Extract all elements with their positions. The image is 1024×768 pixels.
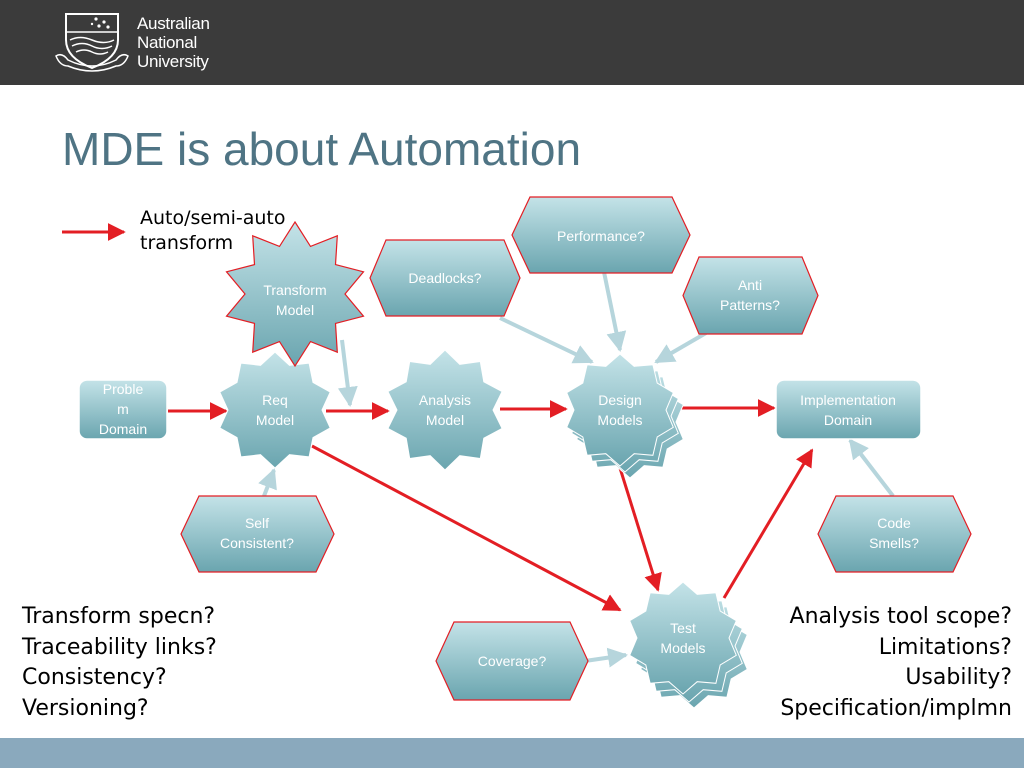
design-models-line-1: Design [598, 392, 642, 408]
legend-text: Auto/semi-auto transform [140, 206, 286, 256]
deadlocks-label: Deadlocks? [408, 270, 481, 286]
test-models-line-1: Test [670, 620, 696, 636]
arrow-anti-patterns-to-design [654, 331, 708, 364]
university-line-1: Australian [137, 14, 210, 33]
mde-diagram: Proble m Domain Implementation Domain Re… [62, 196, 972, 709]
anti-patterns-line-1: Anti [738, 277, 762, 293]
right-note-1: Analysis tool scope? [789, 604, 1012, 629]
node-test-models: Test Models [629, 581, 748, 709]
slide-title: MDE is about Automation [62, 123, 582, 175]
code-smells-line-1: Code [877, 515, 911, 531]
university-line-3: University [137, 52, 209, 71]
arrow-coverage-to-test [584, 647, 628, 668]
problem-domain-line-1: Proble [103, 381, 144, 397]
arrow-design-to-test [618, 467, 662, 592]
arrow-self-consistent-to-req [258, 468, 277, 497]
coverage-label: Coverage? [478, 653, 547, 669]
legend-line-2: transform [140, 232, 234, 254]
right-note-4: Specification/implmn [780, 695, 1012, 721]
arrow-deadlocks-to-design [499, 316, 594, 364]
analysis-model-line-1: Analysis [419, 392, 471, 408]
node-implementation-domain: Implementation Domain [775, 379, 922, 440]
auto-arrows [168, 399, 814, 612]
transform-model-line-2: Model [276, 302, 314, 318]
manual-arrows [258, 271, 895, 668]
code-smells-line-2: Smells? [869, 535, 919, 551]
arrow-transform-to-flow [337, 339, 358, 407]
implementation-domain-line-2: Domain [824, 412, 872, 428]
node-code-smells: Code Smells? [817, 495, 972, 573]
transform-model-line-1: Transform [263, 282, 326, 298]
node-req-model: Req Model [219, 351, 331, 469]
university-line-2: National [137, 33, 197, 52]
right-note-2: Limitations? [878, 634, 1012, 660]
design-models-line-2: Models [597, 412, 642, 428]
test-models-line-2: Models [660, 640, 705, 656]
node-problem-domain: Proble m Domain [78, 379, 168, 440]
arrow-test-to-impl [722, 448, 814, 599]
req-model-line-2: Model [256, 412, 294, 428]
analysis-model-line-2: Model [426, 412, 464, 428]
node-deadlocks: Deadlocks? [369, 239, 521, 317]
anu-crest-icon [55, 13, 129, 72]
left-note-1: Transform specn? [22, 604, 216, 629]
left-note-2: Traceability links? [22, 634, 217, 660]
node-anti-patterns: Anti Patterns? [682, 256, 819, 335]
left-note-4: Versioning? [22, 695, 149, 721]
performance-label: Performance? [557, 228, 645, 244]
header-bar: Australian National University [0, 0, 1024, 85]
implementation-domain-line-1: Implementation [800, 392, 896, 408]
right-note-3: Usability? [905, 665, 1012, 690]
node-analysis-model: Analysis Model [387, 349, 503, 471]
req-model-line-1: Req [262, 392, 288, 408]
arrow-req-to-test [311, 444, 622, 612]
left-notes: Transform specn? Traceability links? Con… [22, 602, 217, 724]
self-consistent-line-1: Self [245, 515, 269, 531]
node-performance: Performance? [511, 196, 691, 274]
legend-line-1: Auto/semi-auto [140, 207, 286, 229]
university-name: Australian National University [137, 14, 210, 71]
self-consistent-line-2: Consistent? [220, 535, 294, 551]
problem-domain-line-2: m [117, 401, 129, 417]
node-self-consistent: Self Consistent? [180, 495, 335, 573]
arrow-performance-to-design [602, 271, 627, 352]
anti-patterns-line-2: Patterns? [720, 297, 780, 313]
footer-bar [0, 738, 1024, 768]
right-notes: Analysis tool scope? Limitations? Usabil… [780, 602, 1012, 724]
problem-domain-line-3: Domain [99, 421, 147, 437]
node-design-models: Design Models [566, 353, 684, 479]
node-coverage: Coverage? [435, 621, 589, 701]
arrow-code-smells-to-impl [848, 438, 895, 498]
left-note-3: Consistency? [22, 665, 167, 690]
node-transform-model: Transform Model [225, 220, 365, 368]
